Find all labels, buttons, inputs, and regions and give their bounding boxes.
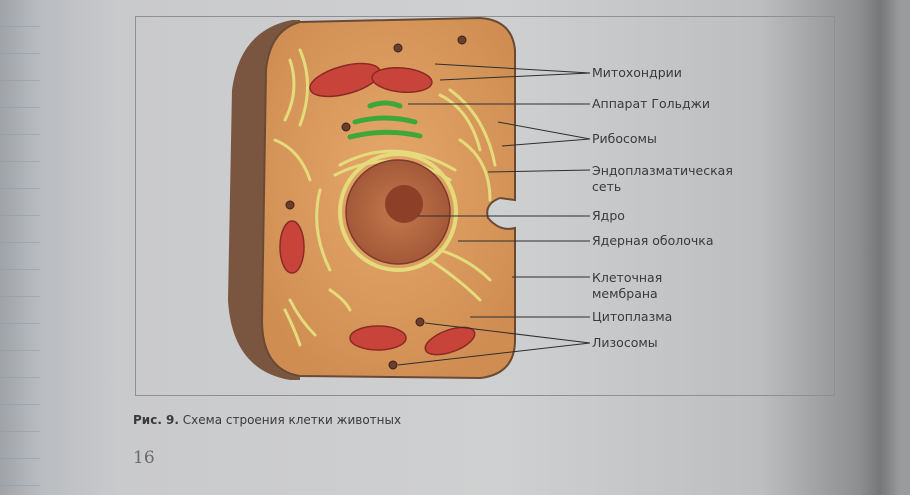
- figure-caption: Рис. 9. Схема строения клетки животных: [133, 413, 401, 427]
- endoplasmic-reticulum: [273, 48, 497, 347]
- leader-lines: [397, 63, 591, 366]
- lysosomes: [285, 35, 467, 370]
- caption-text: Схема строения клетки животных: [182, 413, 402, 427]
- label-nucleus: Ядро: [592, 208, 625, 223]
- label-golgi: Аппарат Гольджи: [592, 96, 711, 111]
- label-lysosomes: Лизосомы: [592, 335, 658, 350]
- golgi-apparatus: [347, 100, 423, 140]
- caption-prefix: Рис. 9.: [133, 413, 179, 427]
- nucleolus: [385, 185, 423, 223]
- figure-frame: [135, 16, 835, 396]
- notebook-lines: [0, 0, 40, 495]
- mitochondria: [279, 62, 476, 356]
- label-cytoplasm: Цитоплазма: [592, 309, 673, 324]
- label-mitochondria: Митохондрии: [592, 65, 682, 80]
- nuclear-envelope: [338, 152, 458, 272]
- label-nuclear-envelope: Ядерная оболочка: [592, 233, 714, 248]
- label-er: Эндоплазматическая сеть: [592, 163, 733, 194]
- label-ribosomes: Рибосомы: [592, 131, 657, 146]
- label-cell-membrane: Клеточная мембрана: [592, 270, 663, 301]
- page-number: 16: [133, 448, 155, 468]
